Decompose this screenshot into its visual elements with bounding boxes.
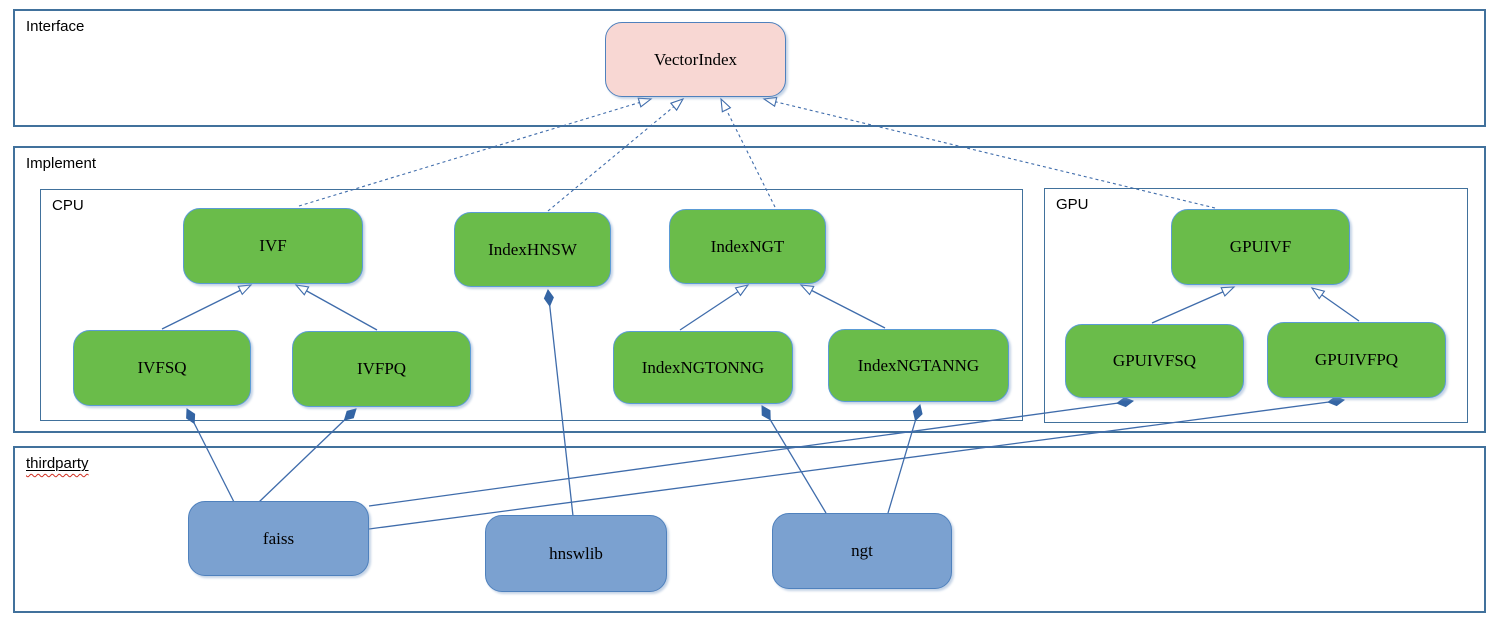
edge-indexhnsw-realizes-vectorindex bbox=[547, 97, 685, 212]
node-hnswlib: hnswlib bbox=[485, 515, 667, 592]
node-ngt-label: ngt bbox=[851, 541, 873, 560]
gpu-container: GPU bbox=[1044, 188, 1468, 423]
interface-container-label: Interface bbox=[26, 18, 85, 35]
edge-indexngtanng-extends-indexngt bbox=[799, 284, 886, 329]
node-ivfpq-label: IVFPQ bbox=[356, 359, 407, 378]
edge-faiss-composes-gpuivfsq bbox=[368, 401, 1133, 507]
node-indexhnsw: IndexHNSW bbox=[454, 212, 611, 287]
interface-container: Interface bbox=[13, 9, 1486, 127]
node-ivf-label: IVF bbox=[259, 236, 287, 255]
node-ivf: IVF bbox=[183, 208, 363, 284]
node-ivfsq-label: IVFSQ bbox=[137, 358, 187, 377]
node-ivfsq: IVFSQ bbox=[73, 330, 251, 406]
node-indexngt: IndexNGT bbox=[669, 209, 826, 284]
thirdparty-container-label: thirdparty bbox=[26, 455, 89, 472]
node-faiss-label: faiss bbox=[262, 528, 295, 548]
node-vectorindex: VectorIndex bbox=[605, 22, 786, 97]
node-indexngtanng-label: IndexNGTANNG bbox=[857, 355, 980, 375]
edge-gpuivf-realizes-vectorindex bbox=[762, 96, 1216, 209]
edge-gpuivfsq-extends-gpuivf bbox=[1151, 286, 1236, 324]
node-faiss: faiss bbox=[188, 501, 369, 576]
edge-faiss-composes-gpuivfpq bbox=[368, 400, 1344, 530]
node-indexngtonng: IndexNGTONNG bbox=[613, 331, 793, 404]
node-indexngt-label: IndexNGT bbox=[710, 236, 785, 256]
node-indexhnsw-label: IndexHNSW bbox=[488, 239, 577, 259]
thirdparty-container: thirdparty bbox=[13, 446, 1486, 613]
node-gpuivfpq: GPUIVFPQ bbox=[1267, 322, 1446, 398]
edge-faiss-composes-ivfpq bbox=[258, 409, 356, 503]
edge-gpuivfpq-extends-gpuivf bbox=[1310, 287, 1360, 322]
edge-faiss-composes-ivfsq bbox=[187, 409, 235, 503]
gpu-container-label: GPU bbox=[1056, 196, 1089, 213]
edge-ivfsq-extends-ivf bbox=[161, 284, 253, 330]
edge-hnswlib-composes-indexhnsw bbox=[548, 290, 574, 517]
node-vectorindex-label: VectorIndex bbox=[653, 49, 738, 69]
implement-container-label: Implement bbox=[26, 155, 97, 172]
node-ngt: ngt bbox=[772, 513, 952, 589]
edge-indexngtonng-extends-indexngt bbox=[679, 284, 750, 331]
edge-ivfpq-extends-ivf bbox=[294, 284, 378, 331]
implement-container: Implement bbox=[13, 146, 1486, 433]
node-gpuivf: GPUIVF bbox=[1171, 209, 1350, 285]
node-gpuivfsq: GPUIVFSQ bbox=[1065, 324, 1244, 398]
cpu-container: CPU bbox=[40, 189, 1023, 421]
node-indexngtonng-label: IndexNGTONNG bbox=[641, 357, 765, 377]
node-ivfpq: IVFPQ bbox=[292, 331, 471, 407]
edge-ivf-realizes-vectorindex bbox=[298, 97, 653, 207]
node-gpuivf-label: GPUIVF bbox=[1229, 237, 1292, 256]
edge-ngt-composes-indexngtanng bbox=[887, 405, 920, 514]
edge-ngt-composes-indexngtonng bbox=[761, 406, 827, 514]
edge-indexngt-realizes-vectorindex bbox=[720, 97, 776, 208]
node-gpuivfsq-label: GPUIVFSQ bbox=[1112, 351, 1197, 370]
node-indexngtanng: IndexNGTANNG bbox=[828, 329, 1009, 402]
cpu-container-label: CPU bbox=[52, 197, 84, 214]
node-hnswlib-label: hnswlib bbox=[549, 543, 603, 563]
node-gpuivfpq-label: GPUIVFPQ bbox=[1314, 350, 1399, 369]
